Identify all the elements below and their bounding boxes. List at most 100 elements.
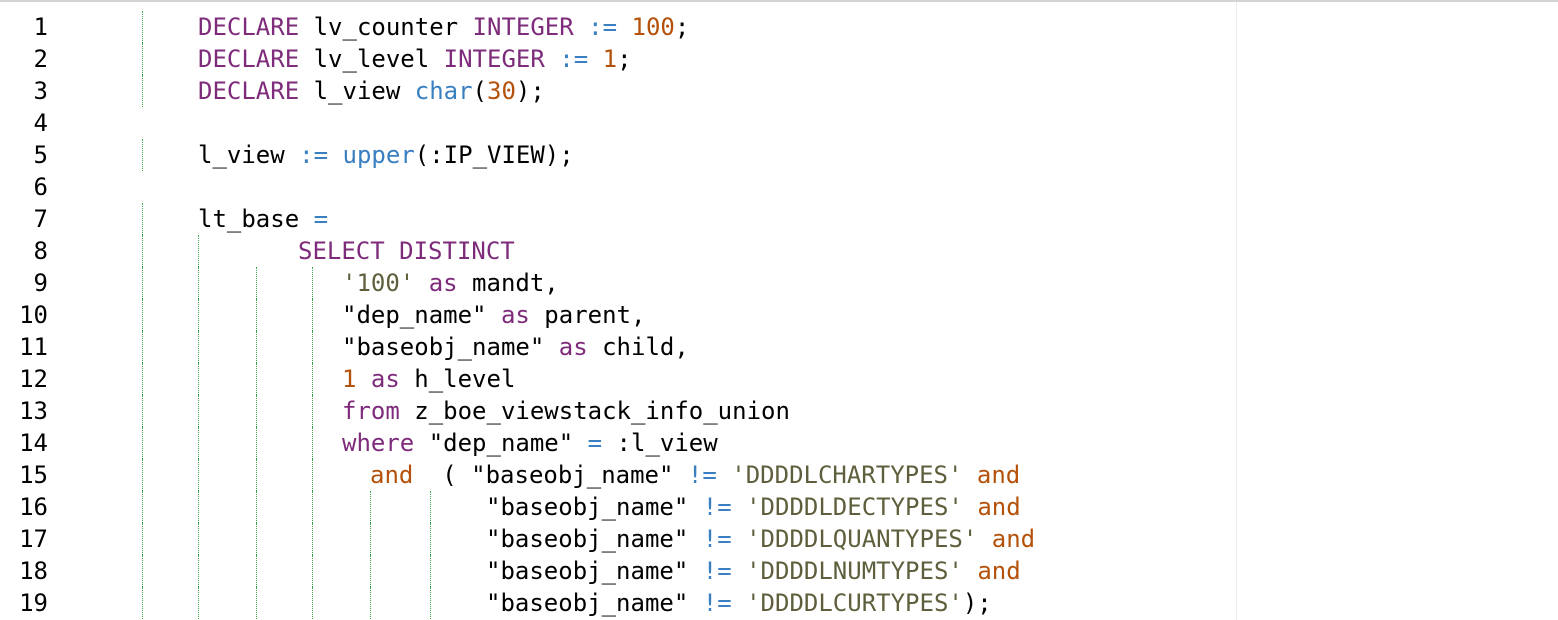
code-token: lt_base	[198, 205, 314, 233]
indent-guide	[370, 491, 371, 523]
code-line[interactable]: 11 "baseobj_name" as child,	[0, 331, 1558, 363]
indent-guide	[142, 299, 143, 331]
code-text[interactable]: l_view := upper(:IP_VIEW);	[198, 139, 574, 171]
indent-guide	[142, 43, 143, 75]
code-token: !=	[687, 461, 717, 489]
code-text[interactable]: from z_boe_viewstack_info_union	[342, 395, 790, 427]
line-number: 19	[19, 589, 48, 617]
line-number: 12	[19, 365, 48, 393]
code-token	[732, 493, 746, 521]
code-token	[963, 557, 977, 585]
code-line[interactable]: 13 from z_boe_viewstack_info_union	[0, 395, 1558, 427]
code-line[interactable]: 19 "baseobj_name" != 'DDDDLCURTYPES');	[0, 587, 1558, 619]
code-text[interactable]: lt_base =	[198, 203, 328, 235]
code-text[interactable]: "dep_name" as parent,	[342, 299, 645, 331]
code-text[interactable]: '100' as mandt,	[342, 267, 559, 299]
indent-guide	[198, 299, 199, 331]
indent-guide	[198, 363, 199, 395]
code-token	[732, 557, 746, 585]
code-text[interactable]: where "dep_name" = :l_view	[342, 427, 718, 459]
indent-guide	[198, 235, 199, 267]
indent-guide	[312, 523, 313, 555]
code-token	[732, 525, 746, 553]
code-line[interactable]: 16"baseobj_name" != 'DDDDLDECTYPES' and	[0, 491, 1558, 523]
line-number: 3	[33, 77, 48, 105]
indent-guide	[142, 523, 143, 555]
code-token: "baseobj_name"	[486, 493, 703, 521]
code-token: :=	[559, 45, 589, 73]
code-text[interactable]: "baseobj_name" != 'DDDDLNUMTYPES' and	[486, 555, 1021, 587]
code-text[interactable]: "baseobj_name" as child,	[342, 331, 689, 363]
code-text[interactable]: SELECT DISTINCT	[298, 235, 515, 267]
code-token: child,	[587, 333, 689, 361]
code-text[interactable]: "baseobj_name" != 'DDDDLCURTYPES');	[486, 587, 992, 619]
indent-guide	[312, 331, 313, 363]
code-line[interactable]: 4	[0, 107, 1558, 139]
code-token: "baseobj_name"	[486, 589, 703, 617]
indent-guide	[430, 555, 431, 587]
line-number: 8	[33, 237, 48, 265]
indent-guide	[142, 235, 143, 267]
code-text[interactable]: and ( "baseobj_name" != 'DDDDLCHARTYPES'…	[370, 459, 1020, 491]
indent-guide	[198, 267, 199, 299]
indent-guide	[142, 459, 143, 491]
code-token: as	[370, 365, 400, 393]
line-number: 13	[19, 397, 48, 425]
code-line[interactable]: 17"baseobj_name" != 'DDDDLQUANTYPES' and	[0, 523, 1558, 555]
indent-guide	[256, 491, 257, 523]
indent-guide	[312, 587, 313, 619]
code-token: "dep_name"	[414, 429, 588, 457]
code-token: l_view	[198, 141, 300, 169]
code-text[interactable]: 1 as h_level	[342, 363, 515, 395]
code-token: lv_level	[299, 45, 444, 73]
code-token: "baseobj_name"	[486, 557, 703, 585]
code-token: (:IP_VIEW);	[414, 141, 574, 169]
code-text[interactable]: DECLARE lv_level INTEGER := 1;	[198, 43, 632, 75]
code-text[interactable]: DECLARE lv_counter INTEGER := 100;	[198, 11, 689, 43]
indent-guide	[142, 555, 143, 587]
indent-guide	[312, 299, 313, 331]
code-line[interactable]: 1 DECLARE lv_counter INTEGER := 100;	[0, 11, 1558, 43]
code-line[interactable]: 10"dep_name" as parent,	[0, 299, 1558, 331]
code-text[interactable]: DECLARE l_view char(30);	[198, 75, 545, 107]
line-number: 11	[19, 333, 48, 361]
code-line[interactable]: 8 SELECT DISTINCT	[0, 235, 1558, 267]
code-line[interactable]: 9 '100' as mandt,	[0, 267, 1558, 299]
code-text[interactable]: "baseobj_name" != 'DDDDLQUANTYPES' and	[486, 523, 1035, 555]
line-number: 4	[33, 109, 48, 137]
code-line[interactable]: 14 where "dep_name" = :l_view	[0, 427, 1558, 459]
code-line[interactable]: 3 DECLARE l_view char(30);	[0, 75, 1558, 107]
code-token: !=	[702, 525, 732, 553]
code-token: DECLARE	[198, 45, 300, 73]
code-line[interactable]: 18"baseobj_name" != 'DDDDLNUMTYPES' and	[0, 555, 1558, 587]
line-number: 9	[33, 269, 48, 297]
code-token: l_view	[299, 77, 415, 105]
indent-guide	[198, 331, 199, 363]
code-token: !=	[702, 557, 732, 585]
code-text[interactable]: "baseobj_name" != 'DDDDLDECTYPES' and	[486, 491, 1021, 523]
indent-guide	[256, 555, 257, 587]
code-token: and	[991, 525, 1036, 553]
code-line[interactable]: 6	[0, 171, 1558, 203]
line-number: 6	[33, 173, 48, 201]
indent-guide	[142, 363, 143, 395]
code-token: 1	[602, 45, 618, 73]
indent-guide	[198, 491, 199, 523]
code-line[interactable]: 12 1 as h_level	[0, 363, 1558, 395]
line-number: 1	[33, 13, 48, 41]
indent-guide	[256, 363, 257, 395]
line-number-gutter	[0, 2, 84, 620]
indent-guide	[142, 427, 143, 459]
code-token	[588, 45, 602, 73]
line-number: 14	[19, 429, 48, 457]
code-token: DECLARE	[198, 77, 300, 105]
indent-guide	[198, 459, 199, 491]
indent-guide	[142, 139, 143, 171]
code-token: "baseobj_name"	[342, 333, 559, 361]
indent-guide	[142, 395, 143, 427]
